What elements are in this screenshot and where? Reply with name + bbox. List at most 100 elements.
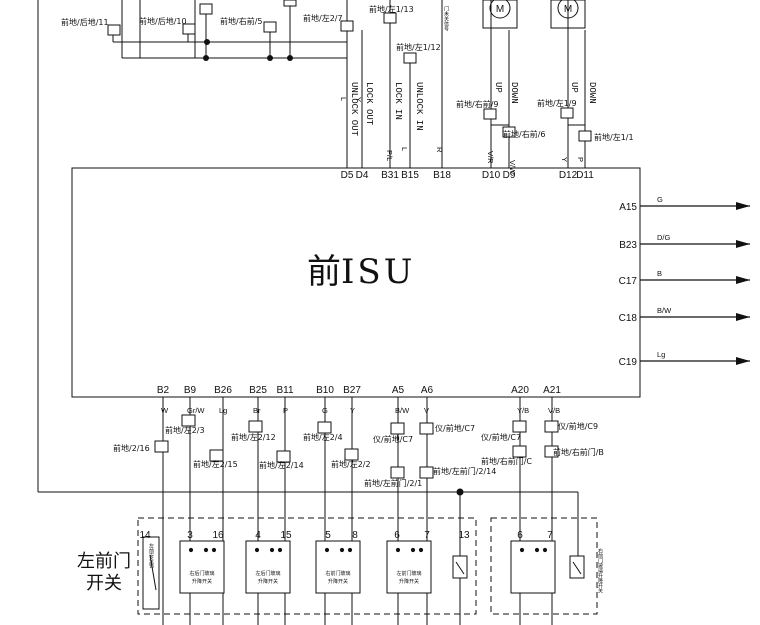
top-wire-code: P/L	[385, 150, 394, 161]
switch-box-label: 右前门玻璃	[325, 570, 350, 577]
motor-m-left: M	[496, 4, 504, 15]
top-ground-label: 前地/右前/5	[220, 16, 262, 26]
switch-pin-number: 6	[517, 530, 523, 541]
bottom-wire-code: Y/B	[517, 406, 529, 415]
right-wire-code: Lg	[657, 350, 665, 359]
top-ground-label: 前地/左2/7	[303, 13, 343, 23]
top-wire-code: L	[400, 147, 409, 151]
bottom-connector-symbols	[154, 414, 559, 479]
switch-box-label: 升降开关	[258, 578, 278, 585]
vertical-signal-label: LOCK OUT	[364, 82, 374, 126]
vertical-signal-label: DOWN	[587, 82, 597, 104]
bottom-connector-label: 前地/右前门/B	[553, 447, 604, 457]
bottom-pin-label: A5	[392, 385, 405, 396]
bottom-connector-label: 前地/右前门/C	[481, 456, 532, 466]
right-wire-code: D/G	[657, 233, 671, 242]
bottom-connector-label: 前地/左2/12	[231, 432, 276, 442]
top-ground-label: 前地/后地/10	[139, 16, 187, 26]
top-ground-label: 前地/左1/12	[396, 42, 441, 52]
bottom-wire-code: W	[161, 406, 169, 415]
bottom-pin-label: A21	[543, 385, 561, 396]
bottom-connector-label: 前地/左2/14	[259, 460, 304, 470]
bottom-wire-code: Lg	[219, 406, 227, 415]
bottom-pin-label: B9	[184, 385, 197, 396]
bottom-wire-code: V/B	[548, 406, 560, 415]
vertical-signal-label: UNLOCK OUT	[349, 82, 359, 137]
switch-box-label: 升降开关	[192, 578, 212, 585]
switch-pin-number: 7	[424, 530, 430, 541]
bottom-wire-code: V	[424, 406, 429, 415]
right-wire-code: G	[657, 195, 663, 204]
left-lock-text: 左前安全锁	[148, 542, 154, 569]
top-ground-label: 前地/左1/1	[594, 132, 634, 142]
bottom-pin-label: B2	[157, 385, 170, 396]
top-wire-code: P	[576, 157, 585, 162]
junction-dots	[203, 39, 464, 496]
right-pin-label: C17	[619, 276, 638, 287]
vertical-signal-label: UP	[493, 82, 503, 93]
right-pin-label: A15	[619, 202, 637, 213]
top-wire-code: R	[435, 147, 444, 153]
switch-pin-number: 13	[458, 530, 470, 541]
bottom-connector-label: 仪/前地/C7	[481, 432, 521, 442]
dashed-enclosures	[137, 517, 598, 615]
bottom-connector-label: 前地/左2/15	[193, 459, 238, 469]
bottom-wire-code: Gr/W	[187, 406, 205, 415]
module-title-cn: 前	[307, 252, 341, 292]
top-pin-label: D10	[482, 170, 501, 181]
top-pin-label: D4	[356, 170, 369, 181]
bottom-connector-label: 仪/前地/C7	[435, 423, 475, 433]
top-ground-label: 前地/后地/11	[61, 17, 109, 27]
right-pin-label: C19	[619, 357, 638, 368]
bottom-pin-label: B10	[316, 385, 334, 396]
left-door-switch-label-1: 左前门	[77, 551, 131, 572]
bottom-wire-code: P	[283, 406, 288, 415]
bottom-pin-label: B25	[249, 385, 267, 396]
top-pin-label: D5	[341, 170, 354, 181]
switch-pin-number: 6	[394, 530, 400, 541]
bottom-pin-label: B26	[214, 385, 232, 396]
switch-pin-number: 5	[325, 530, 331, 541]
right-wire-code: B/W	[657, 306, 672, 315]
switch-pin-number: 3	[187, 530, 193, 541]
top-pin-label: B31	[381, 170, 399, 181]
switch-pin-number: 16	[212, 530, 224, 541]
bottom-wire-code: G	[322, 406, 328, 415]
switch-box-label: 升降开关	[328, 578, 348, 585]
switch-pin-number: 7	[547, 530, 553, 541]
switch-box-label: 左后门玻璃	[255, 570, 280, 577]
top-ground-label: 前地/左1/13	[369, 4, 414, 14]
top-wire-code: V/W	[508, 160, 517, 175]
vertical-signal-label: DOWN	[509, 82, 519, 104]
right-pin-label: C18	[619, 313, 638, 324]
top-wire-code: L	[339, 97, 348, 101]
top-wire-code: V/R	[486, 151, 495, 164]
output-arrows	[640, 202, 750, 365]
motor-symbols	[482, 0, 586, 29]
switch-pin-number: 8	[352, 530, 358, 541]
switch-box-label: 右后门玻璃	[189, 570, 214, 577]
top-ground-label: 前地/右前/9	[456, 99, 498, 109]
bottom-connector-label: 前地/左前门/2/1	[364, 478, 422, 488]
top-pin-label: B18	[433, 170, 451, 181]
right-wire-code: B	[657, 269, 662, 278]
switch-contacts	[149, 547, 582, 591]
top-pin-label: D12	[559, 170, 578, 181]
bottom-pin-label: A6	[421, 385, 434, 396]
left-door-switch-label-2: 开关	[86, 573, 122, 594]
right-pin-label: B23	[619, 240, 637, 251]
motor-m-right: M	[564, 4, 572, 15]
vertical-signal-label: UNLOCK IN	[414, 82, 424, 131]
top-ground-label: 前地/左1/9	[537, 98, 577, 108]
switch-pin-number: 14	[139, 530, 151, 541]
bottom-wire-code: Br	[253, 406, 261, 415]
top-ground-connectors	[107, 0, 592, 142]
switch-pin-number: 4	[255, 530, 261, 541]
top-pin-label: D9	[503, 170, 516, 181]
top-wire-code: Y	[560, 157, 569, 162]
switch-pin-number: 15	[280, 530, 292, 541]
top-pin-label: D11	[576, 170, 594, 181]
module-title-code: ISU	[341, 252, 415, 292]
